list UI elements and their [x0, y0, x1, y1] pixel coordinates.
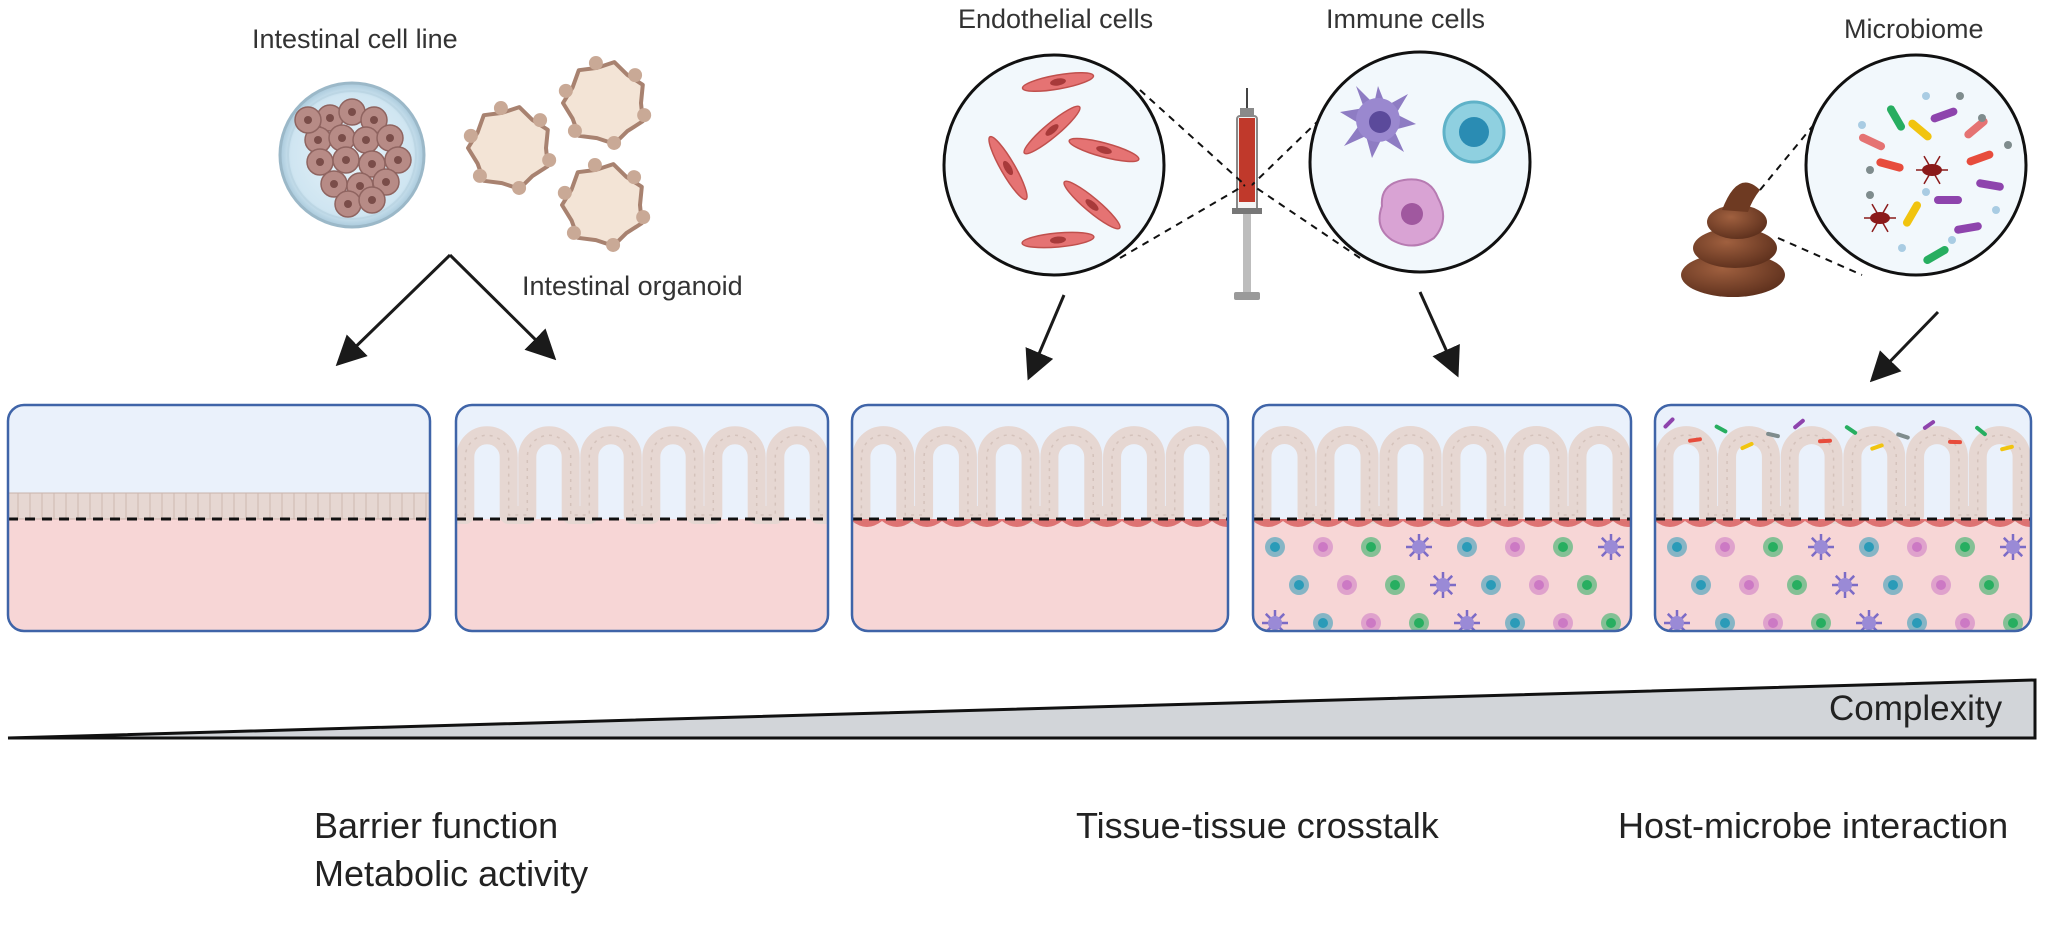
- panel-cell-line: [6, 403, 432, 633]
- microbiome-icon: [1804, 53, 2028, 277]
- intestinal-organoid-label: Intestinal organoid: [522, 271, 743, 301]
- model-panels: [6, 403, 2033, 633]
- endothelial-cells-icon: [942, 53, 1166, 277]
- metabolic-activity-label: Metabolic activity: [314, 853, 589, 894]
- panel-microbiome: [1653, 403, 2033, 633]
- microbiome-label: Microbiome: [1844, 14, 1984, 44]
- barrier-function-label: Barrier function: [314, 805, 559, 846]
- arrows: [335, 253, 1940, 383]
- complexity-wedge: [7, 678, 2037, 740]
- panel-endothelial: [850, 403, 1230, 633]
- petri-dish-icon: [278, 81, 426, 229]
- panel-organoid: [454, 403, 830, 633]
- intestinal-cell-line-label: Intestinal cell line: [252, 24, 458, 54]
- organoid-icon: [463, 56, 652, 252]
- host-microbe-label: Host-microbe interaction: [1618, 805, 2009, 846]
- syringe-icon: [1232, 88, 1262, 300]
- stool-icon: [1681, 182, 1785, 297]
- tissue-crosstalk-label: Tissue-tissue crosstalk: [1076, 805, 1439, 846]
- zoom-connector-lines: [1119, 89, 1361, 259]
- immune-cells-label: Immune cells: [1326, 4, 1486, 34]
- endothelial-cells-label: Endothelial cells: [958, 4, 1154, 34]
- panel-immune: [1251, 403, 1633, 633]
- complexity-label: Complexity: [1829, 689, 2003, 728]
- immune-cells-icon: [1308, 50, 1532, 274]
